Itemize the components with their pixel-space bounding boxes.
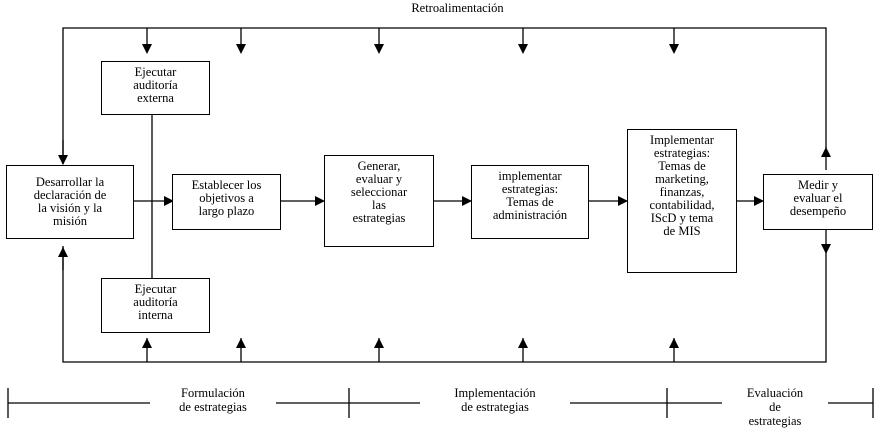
arrowhead-up [518,338,528,348]
arrowhead-down [58,155,68,165]
arrowhead-down [142,44,152,54]
arrowhead-down [669,44,679,54]
arrowhead-right [164,196,174,206]
box-implement-marketing: Implementar estrategias: Temas de market… [627,129,737,273]
top-feedback-loop [62,27,827,164]
box-measure-performance: Medir y evaluar el desempeño [763,174,873,230]
feedback-label: Retroalimentación [380,1,535,15]
stage-evaluation: Evaluación de estrategias [722,386,828,428]
arrowhead-up [669,338,679,348]
bottom-feedback-loop [62,247,827,363]
arrowhead-right [462,196,472,206]
box-implement-management: implementar estrategias: Temas de admini… [471,165,589,239]
arrowhead-down [236,44,246,54]
arrowhead-up [374,338,384,348]
arrowhead-up [236,338,246,348]
box-develop-vision-mission: Desarrollar la declaración de la visión … [6,165,134,239]
stage-implementation: Implementación de estrategias [420,386,570,414]
arrowhead-right [618,196,628,206]
arrowhead-down [374,44,384,54]
arrowhead-down [821,244,831,254]
arrowhead-up [821,147,831,157]
arrowhead-right [315,196,325,206]
arrowhead-right [754,196,764,206]
arrowhead-up [142,338,152,348]
box-external-audit: Ejecutar auditoría externa [101,61,210,115]
box-internal-audit: Ejecutar auditoría interna [101,278,210,333]
box-long-term-objectives: Establecer los objetivos a largo plazo [172,174,281,230]
arrowhead-down [518,44,528,54]
arrowhead-up [58,247,68,257]
stage-formulation: Formulación de estrategias [150,386,276,414]
box-generate-strategies: Generar, evaluar y seleccionar las estra… [324,155,434,247]
